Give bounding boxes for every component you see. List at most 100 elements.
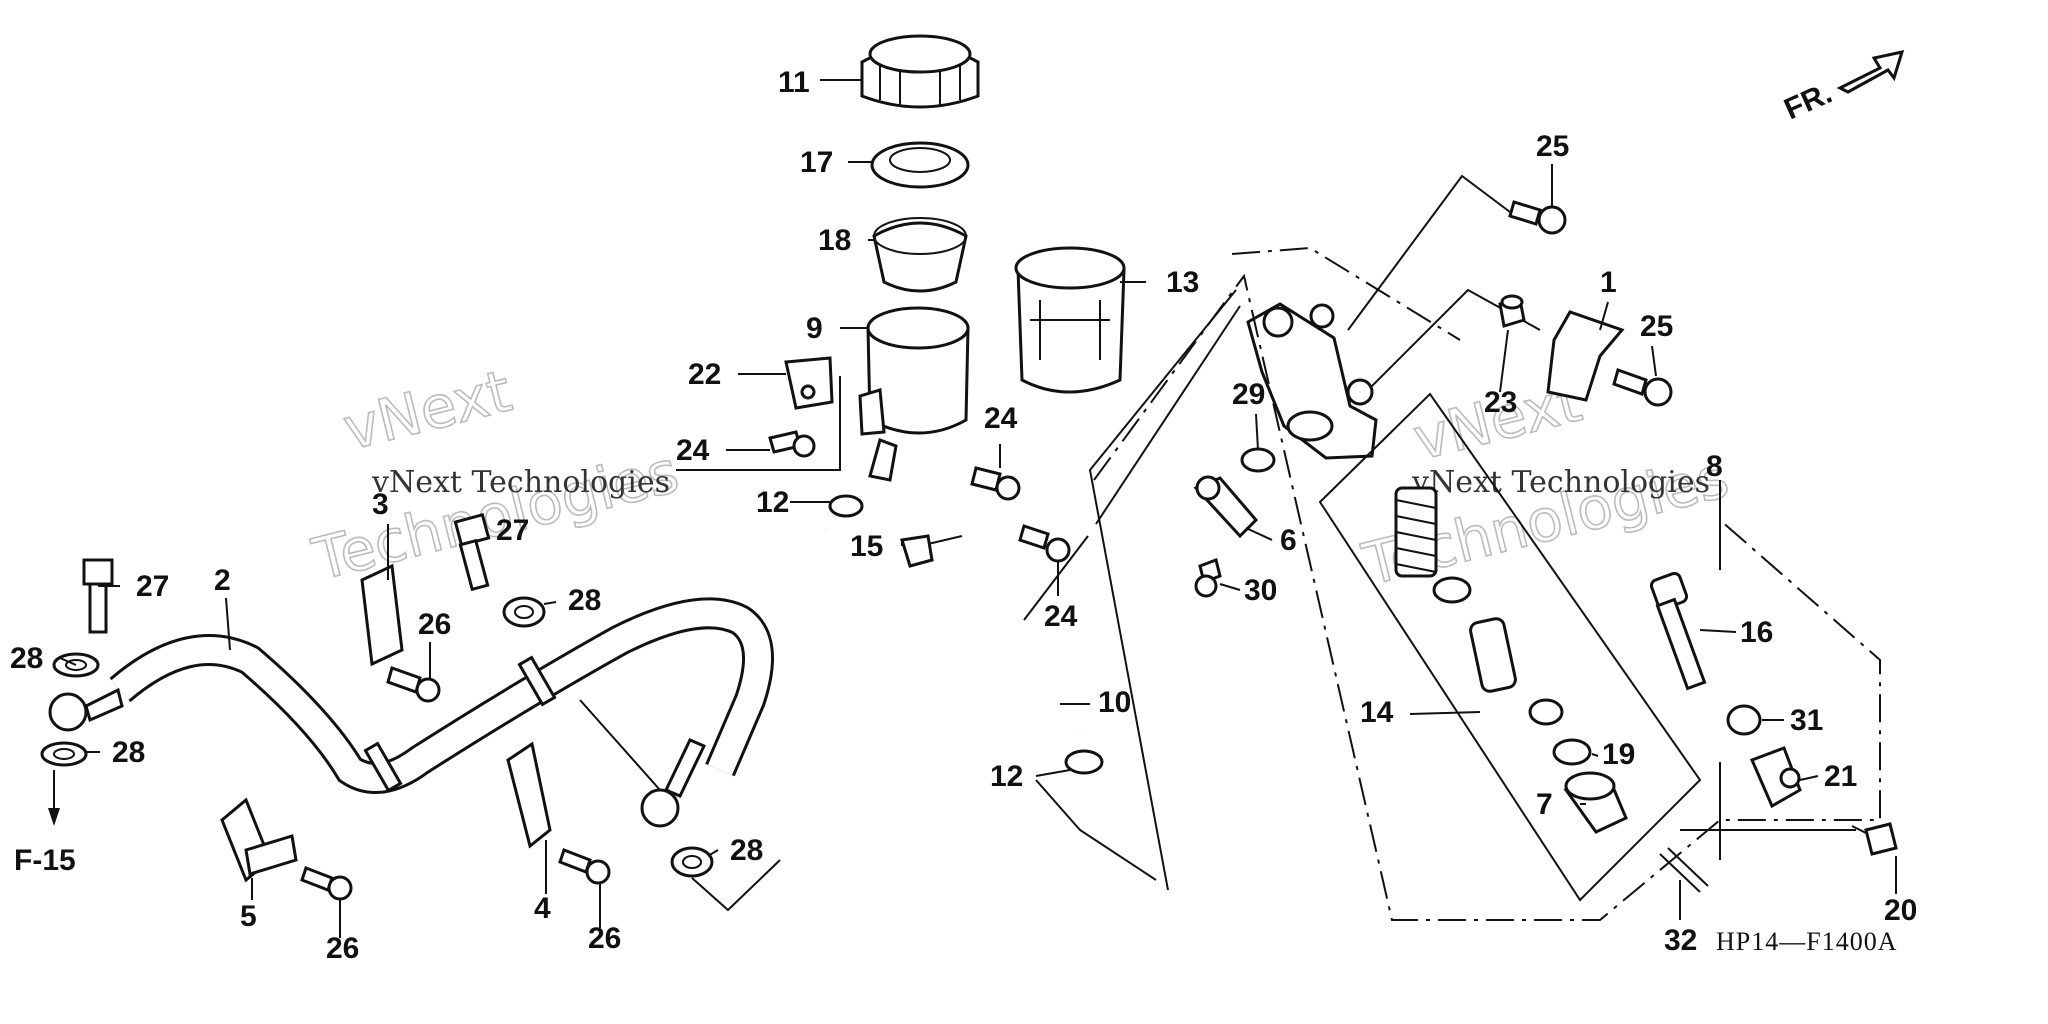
bolt-24a [768,430,816,458]
stay-1 [1546,310,1625,402]
piston-kit-outline [1318,392,1702,902]
circlip-19 [1552,738,1592,766]
callout-8: 8 [1706,450,1723,483]
callout-7: 7 [1536,788,1553,821]
callout-26: 26 [418,608,451,641]
reservoir-diaphragm [872,217,968,293]
callout-28: 28 [730,834,763,867]
diagram-code: HP14—F1400A [1716,927,1897,956]
push-rod-16 [1649,571,1707,691]
callout-22: 22 [688,358,721,391]
ref-label-f15: F-15 [14,844,76,877]
banjo-fitting-right [640,738,707,828]
bolt-25b [1612,368,1673,407]
hose-clamp-3 [360,563,404,667]
reservoir-plate [870,141,970,189]
callout-25: 25 [1640,310,1673,343]
watermark-text: vNext Technologies [1411,465,1710,500]
bracket-line-22 [676,376,841,471]
sealing-washer-28c [502,596,546,628]
callout-28: 28 [10,642,43,675]
callout-24: 24 [1044,600,1078,633]
callout-15: 15 [850,530,883,563]
callout-24: 24 [984,402,1018,435]
leader-bracket-center [1088,289,1237,891]
front-label: FR. [1779,77,1837,127]
o-ring-29 [1240,447,1276,473]
reservoir-cap [860,34,980,109]
boot-7 [1563,771,1628,834]
callout-10: 10 [1098,686,1131,719]
callout-26: 26 [326,932,359,965]
stay-bracket-22 [784,356,834,410]
sealing-washer-28b [40,741,88,767]
callout-26: 26 [588,922,621,955]
banjo-fitting-left [48,687,124,732]
banjo-bolt-27b [453,512,491,592]
hose-clip-12a [828,494,864,518]
group-outline-top [1231,246,1461,341]
callout-3: 3 [372,488,389,521]
callout-4: 4 [534,892,551,925]
hose-clamp-5 [220,797,298,883]
reservoir-hose-inner [783,520,1090,737]
nut-31 [1726,704,1762,736]
ref-arrow-icon [48,808,60,826]
flange-bolt-26b [300,866,353,901]
callout-11: 11 [778,66,810,99]
front-arrow-icon: FR. [1779,49,1905,127]
screw-30 [1194,558,1222,598]
cotter-pin-32 [1659,847,1709,893]
callout-13: 13 [1166,266,1199,299]
callout-14: 14 [1360,696,1394,729]
watermark-word-vnext: vNext [337,357,518,464]
callout-28: 28 [112,736,145,769]
callout-9: 9 [806,312,823,345]
watermark-text: vNext Technologies [371,465,670,500]
callout-6: 6 [1280,524,1297,557]
pin-20 [1851,822,1898,856]
flange-bolt-26a [386,666,441,703]
callout-20: 20 [1884,894,1917,927]
joint-6 [1193,475,1259,539]
callout-19: 19 [1602,738,1635,771]
reservoir-cover [1014,246,1126,394]
hose-clamp-15 [900,534,963,568]
brake-hose-inner [111,600,771,791]
flange-bolt-26c [558,848,611,885]
piston-14 [1469,617,1517,693]
banjo-bolt-27a [82,558,114,634]
cup-14 [1432,576,1472,604]
callout-28: 28 [568,584,601,617]
callout-27: 27 [136,570,169,603]
callout-2: 2 [214,564,231,597]
callout-12: 12 [756,486,789,519]
callout-29: 29 [1232,378,1265,411]
callout-labels: 11 17 18 9 13 22 24 24 24 12 12 15 10 3 … [10,66,1917,965]
hose-clip-12b [1064,749,1104,775]
callout-17: 17 [800,146,833,179]
callout-5: 5 [240,900,257,933]
callout-18: 18 [818,224,851,257]
hose-clamp-4 [506,741,552,849]
secondary-cup [1528,698,1564,726]
callout-1: 1 [1600,266,1617,299]
leader-lines-center [1023,305,1241,881]
spring-14 [1394,486,1438,578]
bolt-25a [1508,200,1567,235]
watermark-left: vNext Technologies vNext Technologies [305,356,686,595]
callout-27: 27 [496,514,529,547]
callout-12: 12 [990,760,1023,793]
callout-32: 32 [1664,924,1697,957]
leader-lines-rod [1680,762,1856,860]
callout-leaders [59,79,1897,938]
callout-25: 25 [1536,130,1569,163]
callout-31: 31 [1790,704,1823,737]
group-outline-main [1093,273,1881,921]
master-cylinder-body [1246,302,1378,460]
callout-21: 21 [1824,760,1857,793]
callout-24: 24 [676,434,710,467]
nut-23 [1498,294,1526,328]
bolt-24b [970,466,1021,501]
